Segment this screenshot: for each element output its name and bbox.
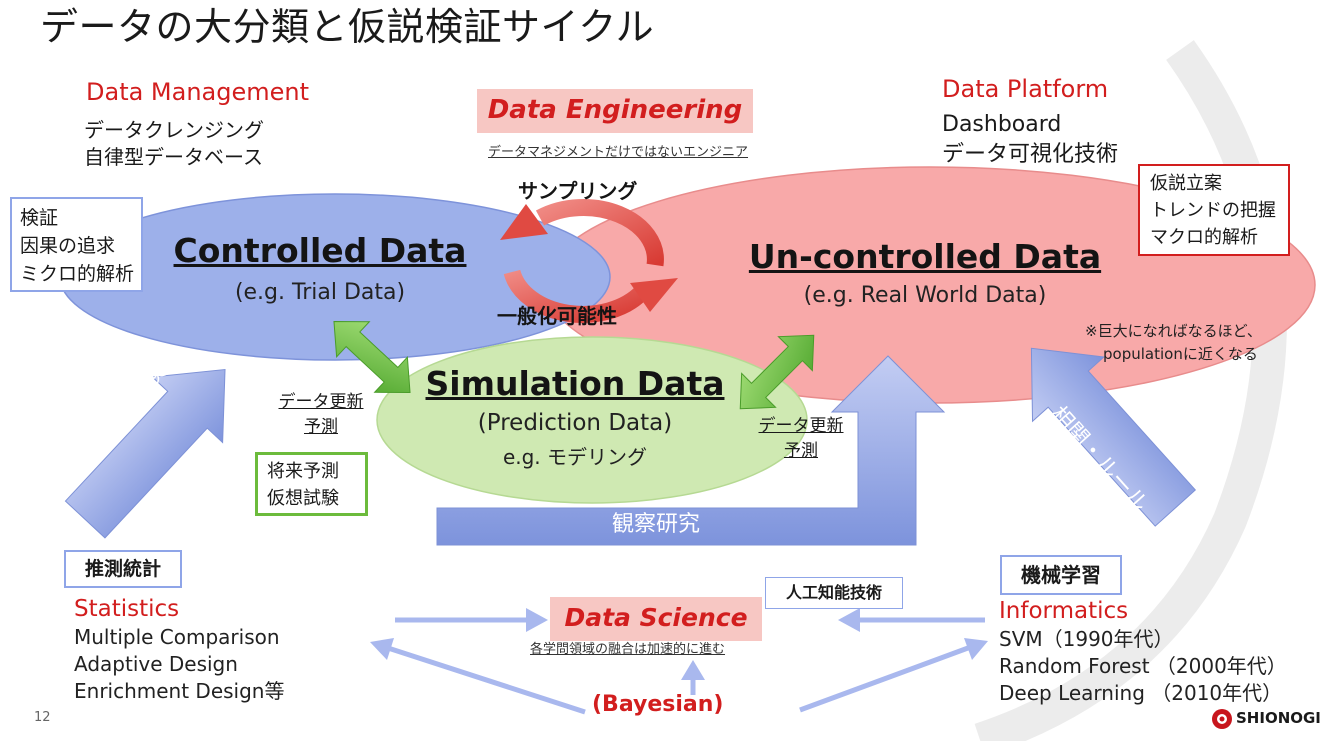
note-line: 検証: [20, 207, 59, 229]
list-item: Random Forest （2000年代）: [999, 654, 1287, 678]
data-science-banner: [550, 597, 762, 641]
ai-technology-tag: 人工知能技術: [765, 577, 903, 609]
cycle-arrows: [500, 199, 678, 323]
simulation-data-title: Simulation Data: [425, 364, 725, 403]
label-line: データ更新: [278, 392, 364, 412]
shionogi-logo-mark: [1212, 709, 1232, 729]
simulation-data-subtitle: (Prediction Data): [477, 410, 673, 436]
uncontrolled-data-subtitle: (e.g. Real World Data): [803, 283, 1047, 308]
data-science-subtitle: 各学問領域の融合は加速的に進む: [530, 642, 726, 657]
data-update-label-right: データ更新 予測: [746, 414, 856, 464]
controlled-data-notes: 検証 因果の追求 ミクロ的解析: [10, 197, 143, 292]
machine-learning-tag: 機械学習: [1000, 555, 1122, 595]
list-item: データクレンジング: [84, 118, 264, 142]
note-line: 因果の追求: [20, 235, 116, 257]
informatics-heading: Informatics: [999, 598, 1129, 624]
list-item: 自律型データベース: [84, 145, 263, 169]
observation-study-label: 観察研究: [612, 512, 701, 537]
note-line: ※巨大になればなるほど、: [1085, 322, 1262, 340]
cycle-bottom-label: 一般化可能性: [497, 304, 617, 328]
bayesian-label: (Bayesian): [592, 692, 724, 717]
slide-title: データの大分類と仮説検証サイクル: [40, 5, 655, 49]
inferential-statistics-tag: 推測統計: [64, 550, 182, 588]
data-update-arrow-right: [739, 334, 815, 410]
label-line: 予測: [784, 441, 818, 461]
shionogi-logo-text: SHIONOGI: [1236, 709, 1321, 727]
note-line: 将来予測: [267, 461, 339, 482]
list-item: Dashboard: [942, 112, 1062, 137]
label-line: データ更新: [758, 416, 844, 436]
list-item: SVM（1990年代）: [999, 627, 1174, 651]
note-line: マクロ的解析: [1150, 227, 1258, 248]
note-line: 仮想試験: [267, 488, 339, 509]
data-science-heading: Data Science: [564, 603, 748, 632]
data-management-list: データクレンジング 自律型データベース: [84, 117, 264, 171]
list-item: Multiple Comparison: [74, 625, 280, 649]
note-line: populationに近くなる: [1103, 345, 1258, 363]
list-item: Adaptive Design: [74, 652, 238, 676]
list-item: データ可視化技術: [942, 142, 1119, 167]
simulation-data-notes: 将来予測 仮想試験: [255, 452, 368, 516]
list-item: Enrichment Design等: [74, 679, 285, 703]
list-item: Deep Learning （2010年代）: [999, 681, 1283, 705]
statistics-list: Multiple Comparison Adaptive Design Enri…: [74, 624, 284, 705]
data-engineering-subtitle: データマネジメントだけではないエンジニア: [488, 145, 749, 160]
note-line: トレンドの把握: [1150, 200, 1276, 221]
uncontrolled-data-notes: 仮説立案 トレンドの把握 マクロ的解析: [1138, 164, 1290, 256]
population-note: ※巨大になればなるほど、 populationに近くなる: [1085, 320, 1262, 366]
data-update-arrow-left: [333, 321, 411, 393]
data-management-heading: Data Management: [86, 78, 310, 106]
statistics-heading: Statistics: [74, 596, 180, 622]
observation-study-arrow: [436, 355, 946, 546]
correlation-arrow: [1030, 347, 1197, 527]
bottom-thin-arrows: [370, 608, 988, 715]
data-engineering-banner: [477, 89, 753, 133]
page-number: 12: [34, 710, 51, 725]
cycle-top-label: サンプリング: [518, 179, 638, 203]
label-line: 予測: [304, 417, 338, 437]
note-line: 仮説立案: [1150, 173, 1222, 194]
estimation-arrow: [64, 368, 226, 539]
controlled-data-subtitle: (e.g. Trial Data): [234, 280, 406, 305]
data-platform-heading: Data Platform: [942, 75, 1109, 103]
controlled-data-title: Controlled Data: [173, 231, 467, 270]
informatics-list: SVM（1990年代） Random Forest （2000年代） Deep …: [999, 626, 1287, 707]
uncontrolled-data-title: Un-controlled Data: [748, 237, 1102, 276]
note-line: ミクロ的解析: [20, 263, 135, 285]
simulation-data-ellipse: [376, 336, 808, 504]
data-platform-list: Dashboard データ可視化技術: [942, 110, 1118, 170]
data-update-label-left: データ更新 予測: [266, 390, 376, 440]
simulation-data-example: e.g. モデリング: [502, 445, 648, 469]
data-engineering-heading: Data Engineering: [487, 95, 743, 125]
